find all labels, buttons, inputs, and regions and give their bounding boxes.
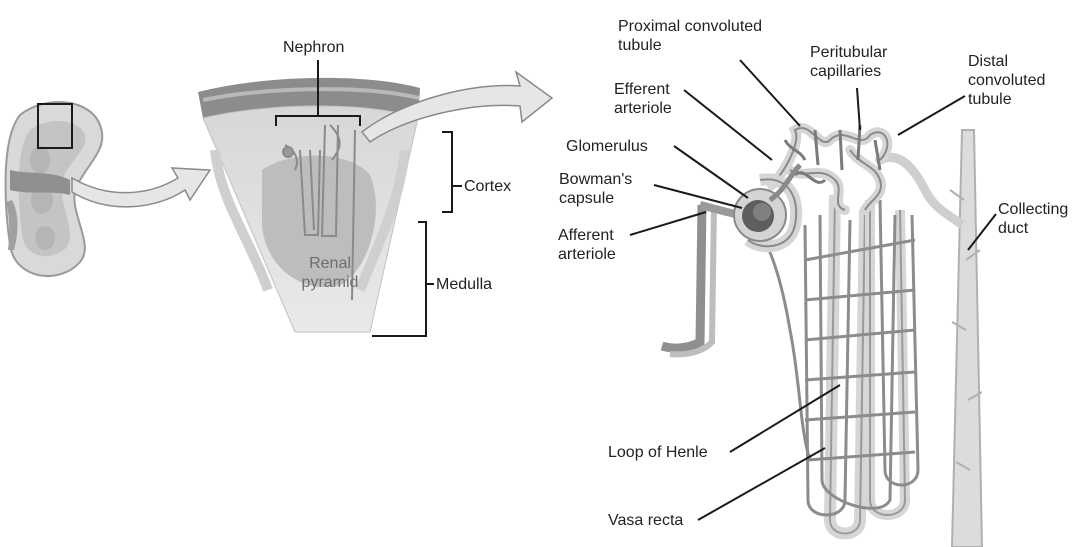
- label-glomerulus: Glomerulus: [566, 137, 648, 156]
- leader-afferent: [630, 212, 706, 235]
- label-distal-convoluted-tubule: Distal convoluted tubule: [968, 52, 1045, 109]
- label-cortex: Cortex: [464, 177, 511, 196]
- leader-proximal: [740, 60, 800, 126]
- label-medulla: Medulla: [436, 275, 492, 294]
- label-peritubular-capillaries: Peritubular capillaries: [810, 43, 887, 81]
- nephron-illustration: [662, 125, 982, 547]
- label-renal-pyramid: Renal pyramid: [290, 254, 370, 292]
- label-proximal-convoluted-tubule: Proximal convoluted tubule: [618, 17, 762, 55]
- leader-glomerulus: [674, 146, 748, 198]
- cortex-bracket: [442, 132, 462, 212]
- label-afferent-arteriole: Afferent arteriole: [558, 226, 616, 264]
- label-collecting-duct: Collecting duct: [998, 200, 1079, 238]
- label-efferent-arteriole: Efferent arteriole: [614, 80, 672, 118]
- leader-bowmans: [654, 185, 742, 208]
- zoom-arrow-1: [72, 168, 210, 207]
- label-nephron: Nephron: [283, 38, 344, 57]
- label-bowmans-capsule: Bowman's capsule: [559, 170, 632, 208]
- leader-vasa: [698, 448, 825, 520]
- leader-distal: [898, 96, 965, 135]
- leader-peritubular: [857, 88, 860, 130]
- leader-efferent: [684, 90, 772, 160]
- label-loop-of-henle: Loop of Henle: [608, 443, 708, 462]
- label-vasa-recta: Vasa recta: [608, 511, 683, 530]
